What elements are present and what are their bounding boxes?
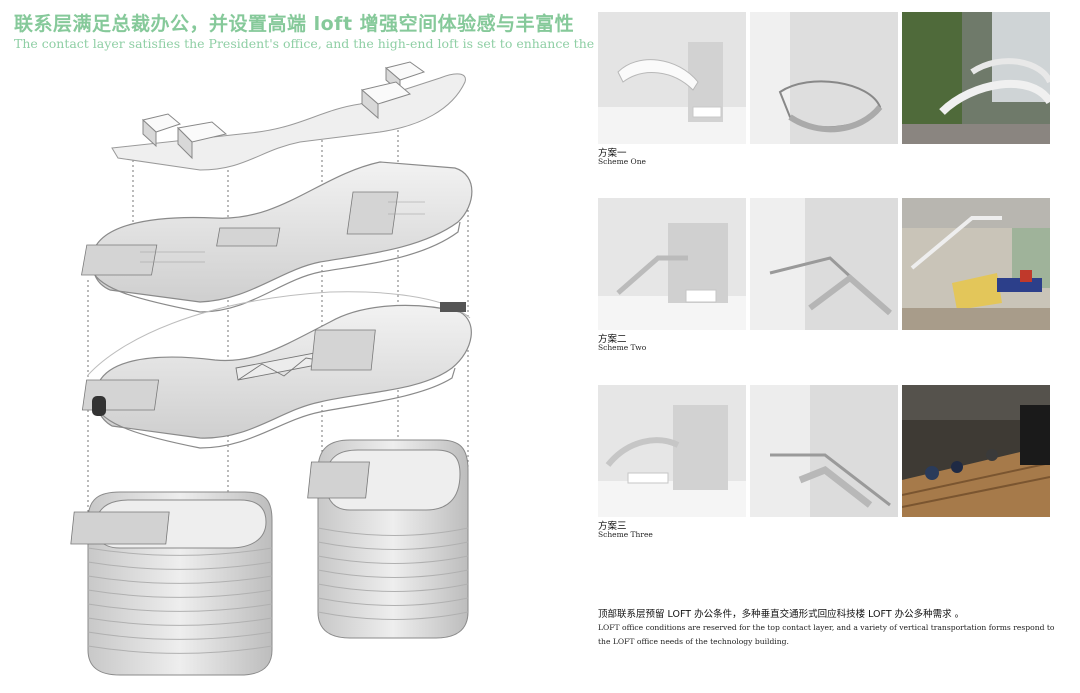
- scheme-two-photo: [902, 198, 1050, 330]
- contact-layer-floor: [81, 291, 472, 449]
- page-title: 联系层满足总裁办公，并设置高端 loft 增强空间体验感与丰富性: [14, 13, 575, 35]
- scheme-two-label-en: Scheme Two: [598, 343, 647, 352]
- scheme-one-render-1: [598, 12, 746, 144]
- left-tower: [70, 491, 273, 676]
- scheme-one-photo: [902, 12, 1050, 144]
- scheme-two-render-1: [598, 198, 746, 330]
- scheme-three-label-zh: 方案三: [598, 521, 627, 532]
- upper-office-floor: [81, 161, 473, 313]
- scheme-two-render-2: [750, 198, 898, 330]
- description-en: LOFT office conditions are reserved for …: [598, 623, 1055, 646]
- scheme-three-label-en: Scheme Three: [598, 530, 653, 539]
- scheme-three-render-2: [750, 385, 898, 517]
- roof-layer: [111, 61, 466, 171]
- scheme-two-label-zh: 方案二: [598, 334, 627, 345]
- description-zh: 顶部联系层预留 LOFT 办公条件，多种垂直交通形式回应科技楼 LOFT 办公多…: [598, 609, 965, 620]
- page-subtitle: The contact layer satisfies the Presiden…: [14, 36, 645, 51]
- exploded-axonometric-diagram: [70, 61, 473, 676]
- scheme-one: 方案一 Scheme One: [598, 12, 1050, 182]
- scheme-two: 方案二 Scheme Two: [598, 198, 1050, 368]
- scheme-three-photo: [902, 385, 1050, 517]
- scheme-one-label-zh: 方案一: [598, 148, 627, 159]
- scheme-three-render-1: [598, 385, 746, 517]
- scheme-one-render-2: [750, 12, 898, 144]
- scheme-one-label-en: Scheme One: [598, 157, 646, 166]
- scheme-three: 方案三 Scheme Three: [598, 385, 1050, 555]
- right-tower: [307, 439, 469, 639]
